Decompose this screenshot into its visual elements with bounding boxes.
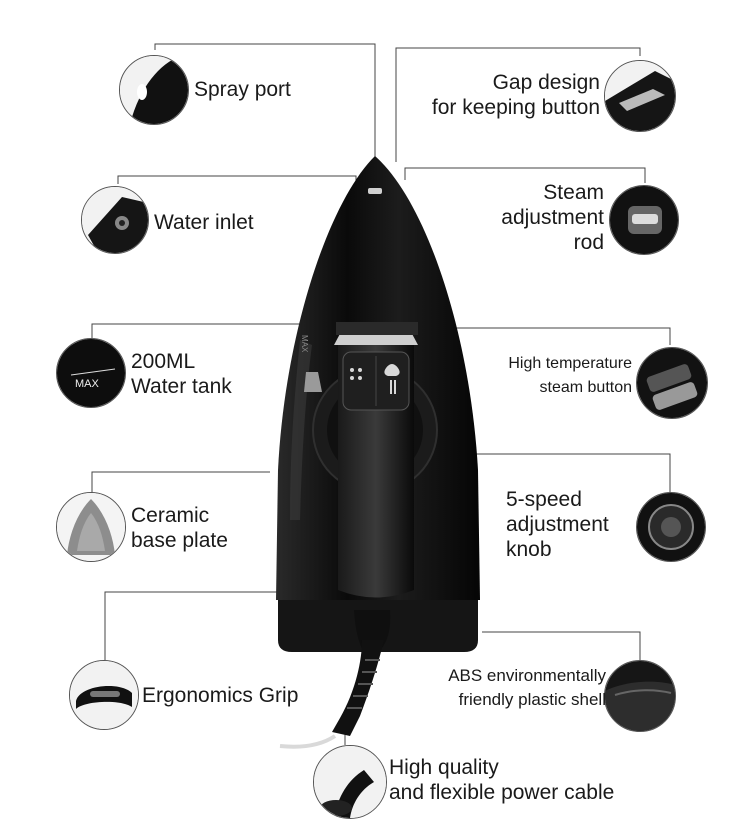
power-cable-boot (332, 640, 384, 736)
grip-detail-icon (69, 660, 139, 730)
steam-rod-label: Steam adjustment rod (501, 181, 604, 254)
ceramic-plate-detail-icon (56, 492, 126, 562)
iron-max-text: MAX (300, 335, 309, 353)
gap-design-detail-icon (604, 60, 676, 132)
power-cable-label: High quality and flexible power cable (389, 756, 615, 804)
grip-label: Ergonomics Grip (142, 684, 299, 707)
water-tank-max-text: MAX (75, 378, 100, 390)
high-temp-button-label: High temperature steam button (508, 355, 632, 396)
spray-port-label: Spray port (194, 78, 291, 101)
water-inlet-label: Water inlet (154, 211, 254, 234)
gap-design-label: Gap design for keeping button (431, 71, 600, 119)
water-inlet-detail-icon (81, 186, 149, 254)
speed-knob-detail-icon (636, 492, 706, 562)
water-tank-detail-icon: MAX (56, 338, 126, 408)
steam-rod-detail-icon (609, 185, 679, 255)
high-temp-button-detail-icon (636, 347, 708, 419)
power-cable-detail-icon (313, 745, 387, 819)
water-tank-label: 200ML Water tank (131, 350, 232, 398)
ceramic-plate-label: Ceramic base plate (131, 504, 228, 552)
abs-shell-label: ABS environmentally friendly plastic she… (448, 666, 606, 709)
abs-shell-detail-icon (604, 660, 676, 732)
speed-knob-label: 5-speed adjustment knob (506, 488, 609, 561)
spray-port-detail-icon (119, 55, 189, 125)
